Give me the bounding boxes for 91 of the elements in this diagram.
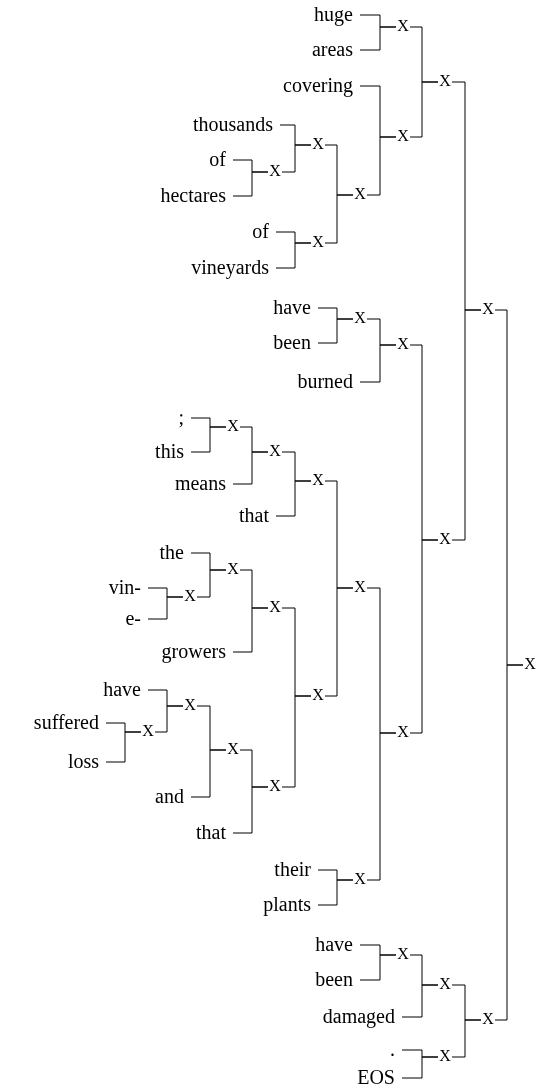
word-label: covering <box>283 75 353 95</box>
tree-branch-line <box>232 607 269 653</box>
word-label: areas <box>311 39 353 59</box>
word-label: burned <box>297 371 353 391</box>
word-label: . <box>390 1039 395 1059</box>
tree-branch-line <box>359 344 397 383</box>
tree-branch-line <box>409 81 439 138</box>
tree-branch-line <box>409 539 439 734</box>
phrase-node-label: X <box>396 18 410 34</box>
phrase-node-label: X <box>396 336 410 352</box>
word-label: loss <box>67 751 99 771</box>
word-label: and <box>155 786 184 806</box>
phrase-node-label: X <box>311 687 325 703</box>
tree-branch-line <box>401 1056 439 1079</box>
word-label: of <box>252 221 269 241</box>
tree-branch-line <box>275 480 312 517</box>
word-label: EOS <box>357 1067 395 1087</box>
word-label: that <box>239 505 269 525</box>
word-label: this <box>155 441 184 461</box>
word-label: ; <box>178 407 184 427</box>
phrase-node-label: X <box>268 778 282 794</box>
phrase-node-label: X <box>311 136 325 152</box>
tree-branch-line <box>275 242 312 269</box>
word-label: e- <box>125 608 141 628</box>
tree-branch-line <box>232 451 269 485</box>
word-label: damaged <box>322 1006 395 1026</box>
tree-branch-line <box>196 569 227 598</box>
tree-branch-line <box>401 984 439 1018</box>
tree-branch-line <box>190 426 227 453</box>
tree-branch-line <box>359 26 397 51</box>
phrase-node-label: X <box>438 1048 452 1064</box>
word-label: suffered <box>33 712 99 732</box>
word-label: plants <box>263 894 311 914</box>
word-label: have <box>315 934 353 954</box>
word-label: the <box>159 542 184 562</box>
tree-branch-line <box>366 732 397 881</box>
word-label: huge <box>314 4 353 24</box>
phrase-node-label: X <box>353 579 367 595</box>
word-label: have <box>103 679 141 699</box>
word-label: growers <box>161 641 226 661</box>
word-label: been <box>273 332 311 352</box>
tree-branch-line <box>147 596 184 620</box>
phrase-node-label: X <box>438 976 452 992</box>
tree-branch-line <box>232 786 269 834</box>
word-label: that <box>196 822 226 842</box>
word-label: of <box>209 149 226 169</box>
phrase-node-label: X <box>523 656 537 672</box>
phrase-node-label: X <box>396 128 410 144</box>
phrase-node-label: X <box>481 1011 495 1027</box>
word-label: vin- <box>108 577 141 597</box>
word-label: hectares <box>160 185 226 205</box>
word-label: their <box>274 859 311 879</box>
phrase-node-label: X <box>226 561 240 577</box>
word-label: thousands <box>193 114 273 134</box>
phrase-node-label: X <box>268 163 282 179</box>
word-label: means <box>174 473 226 493</box>
phrase-node-label: X <box>311 234 325 250</box>
tree-branch-line <box>317 879 354 906</box>
phrase-node-label: X <box>396 946 410 962</box>
phrase-node-label: X <box>268 599 282 615</box>
tree-branch-line <box>324 194 354 244</box>
word-label: have <box>273 297 311 317</box>
phrase-node-label: X <box>183 697 197 713</box>
tree-branch-line <box>359 954 397 981</box>
phrase-node-label: X <box>353 310 367 326</box>
phrase-node-label: X <box>481 301 495 317</box>
word-label: been <box>315 969 353 989</box>
tree-branch-line <box>451 1019 482 1058</box>
tree-branch-line <box>317 318 354 344</box>
phrase-node-label: X <box>226 418 240 434</box>
phrase-node-label: X <box>141 723 155 739</box>
phrase-node-label: X <box>268 443 282 459</box>
phrase-node-label: X <box>311 472 325 488</box>
tree-branch-line <box>494 664 524 1021</box>
tree-branch-line <box>190 749 227 798</box>
word-label: vineyards <box>191 257 269 277</box>
phrase-node-label: X <box>183 588 197 604</box>
phrase-node-label: X <box>396 724 410 740</box>
tree-branch-line <box>232 171 269 197</box>
tree-branch-line <box>281 695 312 788</box>
tree-branch-line <box>366 136 397 196</box>
phrase-node-label: X <box>353 186 367 202</box>
tree-branch-line <box>281 144 312 173</box>
tree-branch-line <box>105 731 142 763</box>
phrase-node-label: X <box>353 871 367 887</box>
tree-branch-line <box>451 309 482 541</box>
phrase-node-label: X <box>438 73 452 89</box>
phrase-node-label: X <box>438 531 452 547</box>
tree-branch-line <box>154 705 184 733</box>
tree-branch-line <box>324 587 354 697</box>
phrase-node-label: X <box>226 741 240 757</box>
